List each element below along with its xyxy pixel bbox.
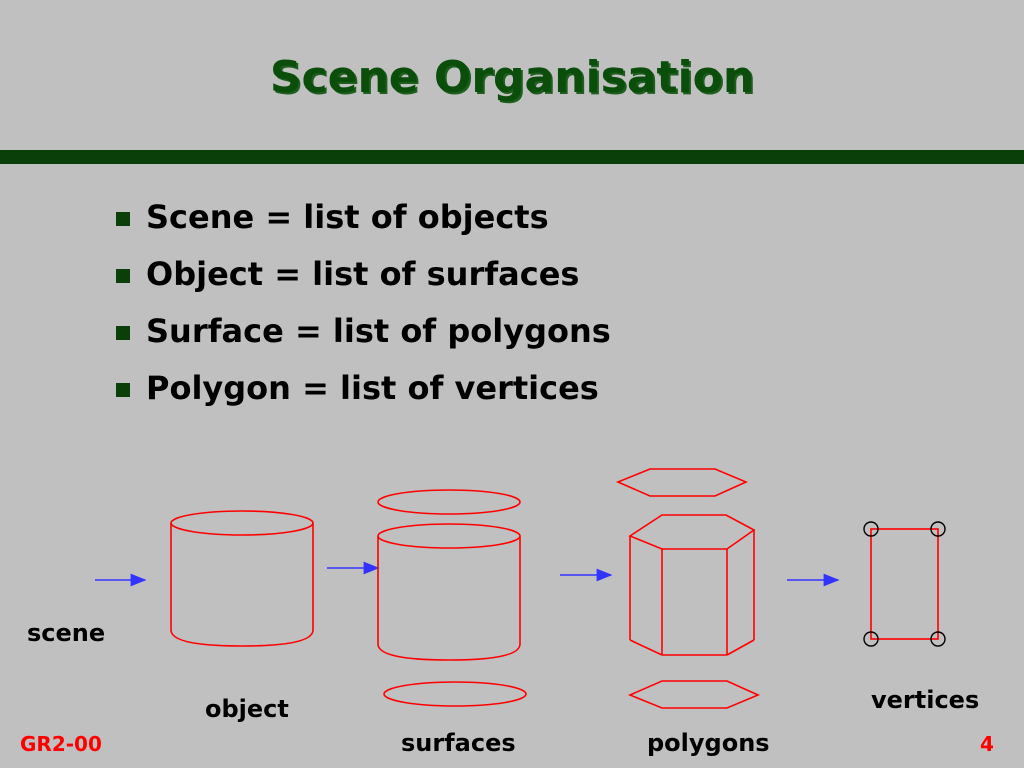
object-label: object	[205, 695, 289, 723]
bullet-text: Object = list of surfaces	[146, 254, 580, 293]
scene-label: scene	[27, 619, 106, 647]
surface-bottom-cap-icon	[383, 681, 527, 707]
top-hexagon-icon	[615, 468, 749, 497]
bullet-list: Scene = list of objects Object = list of…	[116, 188, 611, 416]
bullet-item: Scene = list of objects	[116, 188, 611, 245]
square-bullet-icon	[116, 325, 130, 340]
bullet-text: Polygon = list of vertices	[146, 368, 599, 407]
vertex-icon	[863, 521, 879, 537]
slide-number: 4	[980, 732, 994, 756]
slide-title: Scene Organisation	[269, 52, 755, 103]
vertices-icon	[863, 521, 946, 647]
vertex-icon	[863, 631, 879, 647]
vertex-icon	[930, 631, 946, 647]
square-bullet-icon	[116, 382, 130, 397]
vertices-label: vertices	[871, 686, 980, 714]
polygons-label: polygons	[647, 729, 770, 757]
object-cylinder-icon	[170, 510, 314, 647]
square-bullet-icon	[116, 211, 130, 226]
bottom-hexagon-icon	[627, 680, 761, 709]
polygons-icon	[615, 468, 761, 709]
bullet-item: Surface = list of polygons	[116, 302, 611, 359]
bullet-item: Object = list of surfaces	[116, 245, 611, 302]
title-divider	[0, 150, 1024, 164]
square-bullet-icon	[116, 268, 130, 283]
bullet-text: Surface = list of polygons	[146, 311, 611, 350]
surfaces-icon	[377, 489, 527, 707]
surfaces-label: surfaces	[401, 729, 516, 757]
vertex-icon	[930, 521, 946, 537]
surface-top-cap-icon	[377, 489, 521, 515]
footer-course-code: GR2-00	[20, 732, 102, 756]
bullet-item: Polygon = list of vertices	[116, 359, 611, 416]
bullet-text: Scene = list of objects	[146, 197, 549, 236]
